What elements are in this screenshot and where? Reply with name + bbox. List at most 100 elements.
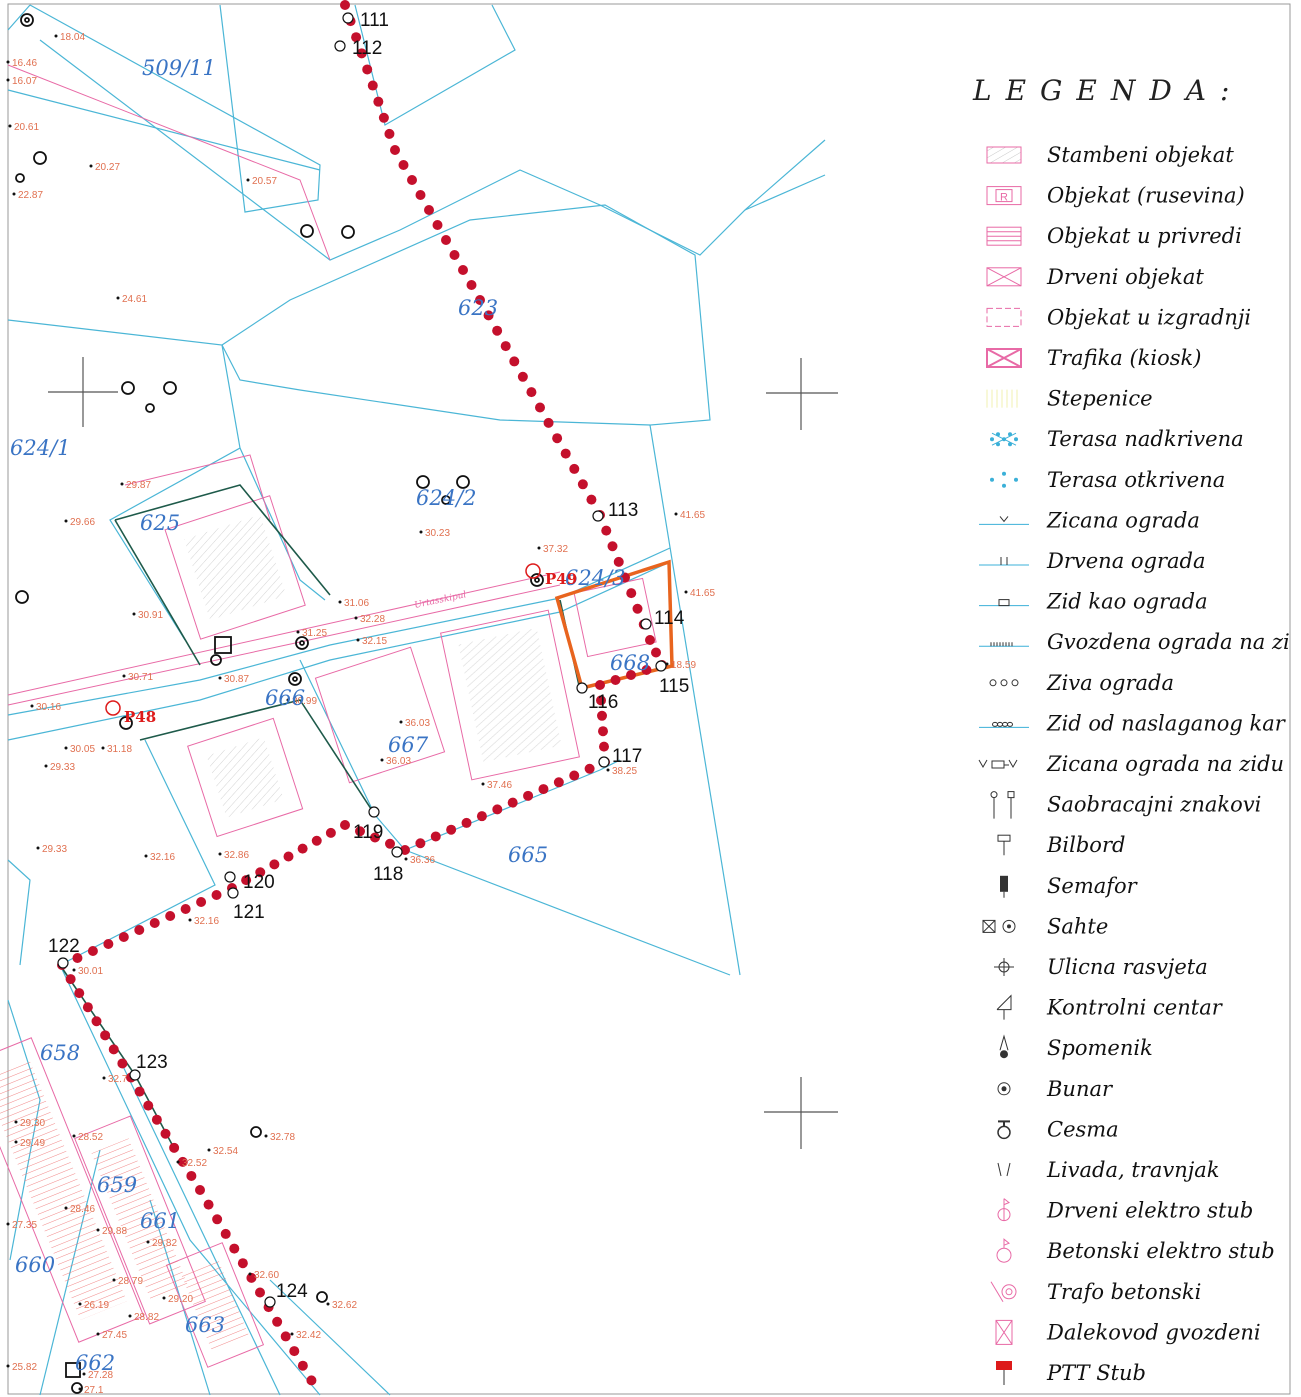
- elevation-value: 20.27: [95, 162, 120, 173]
- parcel-number[interactable]: 662: [75, 1351, 115, 1375]
- legend-item: Zicana ograda na zidu: [978, 752, 1284, 776]
- boundary-markers: P48 P49: [105, 563, 577, 726]
- parcel-number[interactable]: 509/11: [142, 56, 216, 80]
- route-dot: [151, 1114, 162, 1125]
- elevation-dot: [116, 296, 120, 300]
- legend-item-label: Kontrolni centar: [1046, 996, 1224, 1020]
- elevation-dot: [207, 1148, 211, 1152]
- traffic-sign-icon: [990, 791, 1015, 819]
- elevation-value: 36.36: [410, 855, 435, 866]
- elevation-dot: [64, 519, 68, 523]
- legend-item: Zicana ograda: [979, 508, 1200, 532]
- parcel-number[interactable]: 624/3: [565, 566, 626, 590]
- elevation-dot: [72, 968, 76, 972]
- elevation-dot: [6, 1222, 10, 1226]
- legend-item-label: Ziva ograda: [1046, 671, 1174, 695]
- parcel-number[interactable]: 667: [388, 733, 429, 757]
- route-dot: [610, 675, 621, 685]
- survey-point-label: 122: [48, 936, 80, 957]
- elevation-value: 32.60: [254, 1270, 279, 1281]
- parcel-number[interactable]: 625: [140, 511, 180, 535]
- route-dot: [87, 946, 98, 956]
- parcel-number[interactable]: 668: [610, 651, 650, 675]
- elevation-value: 30.16: [36, 702, 61, 713]
- survey-point-circle: [264, 1296, 276, 1308]
- parcel-number[interactable]: 661: [140, 1209, 180, 1233]
- hatched-building-icon: [986, 146, 1022, 164]
- legend-item: Trafika (kiosk): [986, 346, 1201, 370]
- elevation-dot: [144, 854, 148, 858]
- elevation-dot: [96, 1228, 100, 1232]
- route-dot: [641, 665, 652, 675]
- legend-item-label: Zid kao ograda: [1046, 590, 1208, 614]
- open-terrace-icon: [990, 471, 1018, 488]
- elevation-value: 27.1: [84, 1385, 104, 1396]
- meadow-icon: [997, 1162, 1011, 1177]
- kiosk-icon: [986, 348, 1022, 368]
- route-dot: [517, 371, 528, 382]
- elevation-dot: [44, 764, 48, 768]
- elevation-value: 20.57: [252, 176, 277, 187]
- legend-item-label: Stepenice: [1047, 387, 1153, 411]
- highlighted-parcel-668[interactable]: [554, 559, 674, 691]
- parcel-number[interactable]: 659: [97, 1173, 137, 1197]
- elevation-value: 18.59: [671, 660, 696, 671]
- parcel-number[interactable]: 660: [15, 1253, 55, 1277]
- survey-point-label: 114: [654, 608, 685, 629]
- route-dot: [466, 280, 477, 290]
- elevation-dot: [12, 192, 16, 196]
- wooden-fence-icon: [979, 557, 1029, 566]
- legend-item: Cesma: [997, 1117, 1119, 1141]
- concrete-pole-icon: [996, 1238, 1012, 1263]
- elevation-value: 20.61: [14, 122, 39, 133]
- elevation-dot: [218, 676, 222, 680]
- legend-item-label: Bilbord: [1046, 833, 1125, 857]
- wall-fence-icon: [979, 599, 1029, 607]
- route-dot: [229, 1243, 240, 1254]
- survey-point-circle: [342, 12, 354, 24]
- parcel-number[interactable]: 624/1: [10, 436, 71, 460]
- parcel-number[interactable]: 665: [508, 843, 548, 867]
- elevation-dot: [404, 857, 408, 861]
- route-dot: [289, 1346, 300, 1357]
- parcel-number[interactable]: 623: [458, 296, 498, 320]
- elevation-value: 28.79: [118, 1276, 143, 1287]
- route-dot: [325, 827, 336, 838]
- elevation-value: 41.65: [680, 510, 705, 521]
- route-dot: [523, 790, 534, 801]
- elevation-value: 27.28: [88, 1370, 113, 1381]
- route-dot: [169, 1142, 180, 1153]
- route-dot: [483, 310, 494, 321]
- route-dot: [311, 835, 322, 846]
- route-dot: [543, 417, 554, 428]
- legend-item: Sahte: [982, 914, 1108, 938]
- route-dot: [390, 145, 400, 155]
- route-dot: [475, 295, 485, 305]
- route-dot: [340, 0, 350, 10]
- elevation-dot: [122, 674, 126, 678]
- elevation-value: 29.88: [102, 1226, 127, 1237]
- route-dot: [255, 1287, 265, 1298]
- parcel-number[interactable]: 666: [265, 686, 305, 710]
- elevation-value: 32.15: [362, 636, 387, 647]
- stairs-icon: [986, 389, 1018, 408]
- route-dot: [651, 647, 661, 658]
- elevation-dot: [354, 616, 358, 620]
- elevation-dot: [36, 846, 40, 850]
- survey-point-labels: 1111121131141151161171181191201211221231…: [48, 10, 689, 1302]
- elevation-value: 25.82: [12, 1362, 37, 1373]
- route-dot: [180, 904, 191, 914]
- legend-item-label: Semafor: [1047, 874, 1139, 898]
- route-dot: [620, 572, 630, 583]
- parcel-number[interactable]: 624/2: [416, 486, 477, 510]
- elevation-value: 36.03: [386, 756, 411, 767]
- elevation-value: 16.46: [12, 58, 37, 69]
- building-outlines: [0, 64, 657, 1368]
- route-dot: [117, 1058, 128, 1069]
- route-dot: [626, 670, 636, 680]
- parcel-number[interactable]: 658: [40, 1041, 80, 1065]
- elevation-value: 30.71: [128, 672, 153, 683]
- parcel-number[interactable]: 663: [185, 1313, 225, 1337]
- legend-item: Bunar: [997, 1077, 1114, 1101]
